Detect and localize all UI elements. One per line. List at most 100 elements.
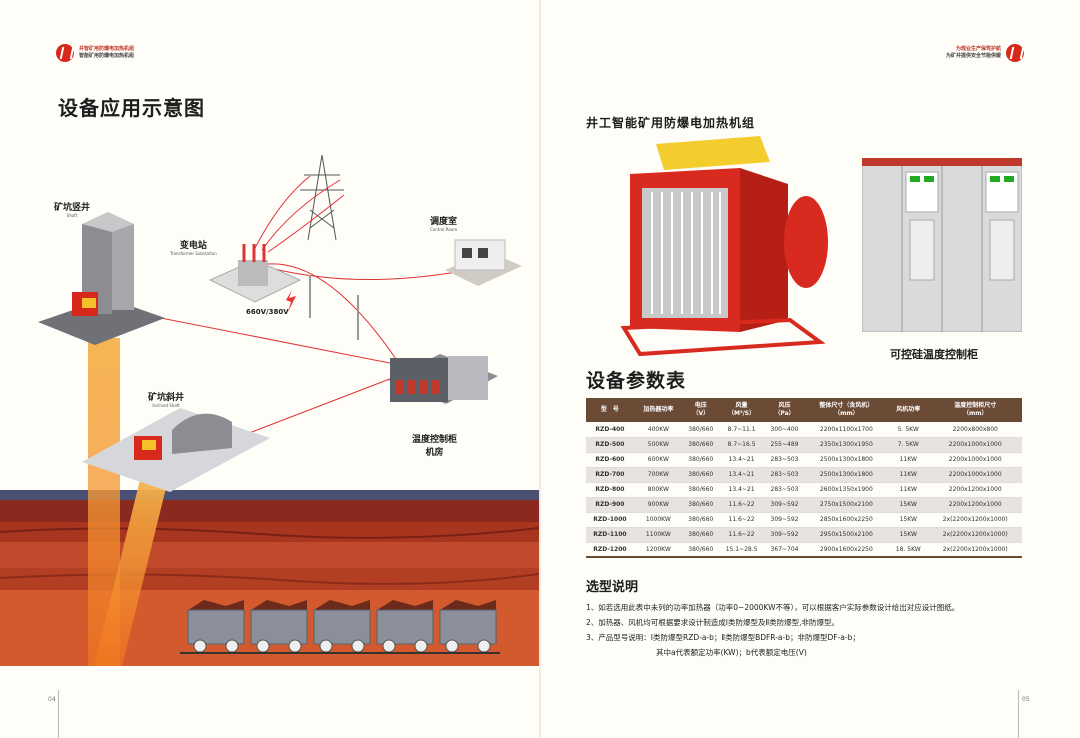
company-logo (56, 44, 74, 62)
th-power: 加热器功率 (633, 398, 683, 422)
table-cell: 13.4~21 (718, 482, 765, 498)
note-3: 3、产品型号说明：Ⅰ类防爆型RZD-a-b；Ⅱ类防爆型BDFR-a-b；非防爆型… (586, 633, 860, 642)
parameter-table: 型 号 加热器功率 电压 （V） 风量 （M³/S） 风压 （Pa） 整体尺寸（… (586, 398, 1022, 558)
cell-model: RZD-600 (586, 452, 634, 468)
table-cell: 15KW (888, 497, 929, 513)
th-pressure: 风压 （Pa） (764, 398, 805, 422)
table-cell: 900KW (633, 497, 683, 513)
table-cell: 2350x1300x1950 (804, 437, 889, 453)
table-cell: 1200KW (633, 542, 683, 558)
table-cell: 15KW (888, 527, 929, 543)
table-cell: 11.6~22 (718, 497, 765, 513)
table-cell: 2500x1300x1800 (804, 452, 889, 468)
table-cell: 380/660 (682, 497, 719, 513)
table-cell: 15KW (888, 512, 929, 528)
table-cell: 2200x1200x1000 (928, 497, 1022, 513)
label-cabinet-room: 温度控制柜 机房 (412, 435, 458, 458)
note-2: 2、加热器、风机均可根据要求设计制造成Ⅰ类防爆型及Ⅱ类防爆型,非防爆型。 (586, 618, 840, 627)
table-header-row: 型 号 加热器功率 电压 （V） 风量 （M³/S） 风压 （Pa） 整体尺寸（… (586, 398, 1022, 422)
header-left-line1: 井智矿用防爆电加热机组 (79, 46, 135, 52)
table-cell: 2x(2200x1200x1000) (928, 542, 1022, 558)
earth-layer-2 (0, 522, 539, 542)
mine-illustration (0, 154, 540, 666)
cell-model: RZD-1100 (586, 527, 634, 543)
table-cell: 380/660 (682, 527, 719, 543)
header-right-line1: 为煤业生产保驾护航 (955, 46, 1001, 52)
th-dimensions: 整体尺寸（含风机） （mm） (804, 398, 889, 422)
table-cell: 380/660 (682, 437, 719, 453)
table-cell: 700KW (633, 467, 683, 483)
table-cell: 13.4~21 (718, 452, 765, 468)
table-cell: 800KW (633, 482, 683, 498)
cell-model: RZD-1200 (586, 542, 634, 558)
table-cell: 11KW (888, 452, 929, 468)
inclined-shaft-beam (94, 480, 168, 666)
selection-notes: 1、如若选用此表中未列的功率加热器（功率0~2000KW不等），可以根据客户实际… (586, 600, 959, 660)
table-cell: 283~503 (764, 467, 805, 483)
table-cell: 11KW (888, 467, 929, 483)
table-cell: 8.7~11.1 (718, 422, 765, 438)
table-cell: 255~489 (764, 437, 805, 453)
table-cell: 13.4~21 (718, 467, 765, 483)
label-voltage: 660V/380V (246, 308, 289, 316)
table-cell: 2x(2200x1200x1000) (928, 527, 1022, 543)
table-cell: 367~704 (764, 542, 805, 558)
th-voltage: 电压 （V） (682, 398, 719, 422)
cell-model: RZD-900 (586, 497, 634, 513)
header-left-line2: 智能矿用防爆电加热机组 (79, 53, 135, 59)
table-cell: 5. 5KW (888, 422, 929, 438)
mine-carts (180, 600, 500, 654)
th-model: 型 号 (586, 398, 634, 422)
control-cabinet-image (862, 158, 1022, 332)
table-cell: 500KW (633, 437, 683, 453)
table-cell: 11.6~22 (718, 527, 765, 543)
th-airflow: 风量 （M³/S） (718, 398, 765, 422)
table-cell: 2500x1300x1800 (804, 467, 889, 483)
power-tower (300, 154, 344, 241)
cell-model: RZD-500 (586, 437, 634, 453)
note-4: 其中a代表额定功率(KW)；b代表额定电压(V) (656, 648, 807, 657)
power-lines (119, 175, 469, 453)
table-cell: 2200x1000x1000 (928, 437, 1022, 453)
cell-model: RZD-800 (586, 482, 634, 498)
product-title: 井工智能矿用防爆电加热机组 (586, 116, 756, 130)
page-fold (539, 0, 541, 738)
table-cell: 8.7~16.5 (718, 437, 765, 453)
ground-top-layer (0, 490, 539, 500)
th-fan-power: 风机功率 (888, 398, 929, 422)
company-logo-right (1006, 44, 1024, 62)
inclined-shaft-building (82, 408, 270, 492)
table-cell: 2750x1500x2100 (804, 497, 889, 513)
cabinet-title: 可控硅温度控制柜 (890, 348, 978, 361)
table-cell: 7. 5KW (888, 437, 929, 453)
table-cell: 15.1~28.5 (718, 542, 765, 558)
table-cell: 380/660 (682, 452, 719, 468)
table-cell: 2600x1350x1900 (804, 482, 889, 498)
lightning-icon (286, 290, 296, 312)
header-left: 井智矿用防爆电加热机组 智能矿用防爆电加热机组 (56, 44, 134, 62)
table-cell: 309~592 (764, 512, 805, 528)
table-cell: 283~503 (764, 482, 805, 498)
table-cell: 380/660 (682, 482, 719, 498)
table-cell: 380/660 (682, 512, 719, 528)
header-right-line2: 为矿井提供安全节能供暖 (945, 53, 1001, 59)
table-cell: 11.6~22 (718, 512, 765, 528)
table-cell: 1100KW (633, 527, 683, 543)
table-cell: 2200x800x800 (928, 422, 1022, 438)
table-cell: 380/660 (682, 422, 719, 438)
table-cell: 11KW (888, 482, 929, 498)
note-1: 1、如若选用此表中未列的功率加热器（功率0~2000KW不等），可以根据客户实际… (586, 603, 960, 612)
control-room (445, 239, 522, 286)
cell-model: RZD-400 (586, 422, 634, 438)
table-cell: 2200x1200x1000 (928, 482, 1022, 498)
table-cell: 1000KW (633, 512, 683, 528)
